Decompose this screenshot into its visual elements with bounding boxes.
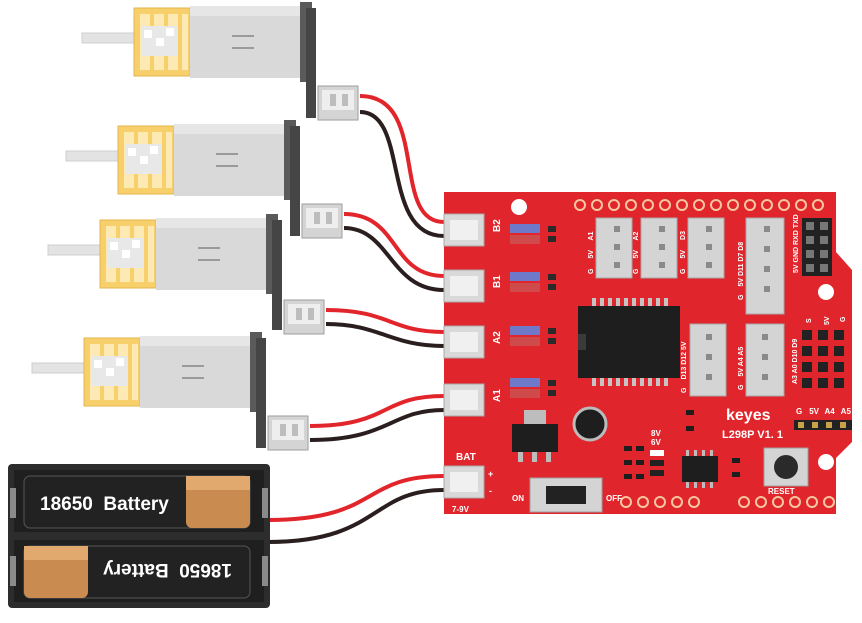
motor-3: [47, 213, 325, 335]
header-d11-d7-d8: [745, 217, 785, 315]
header-d3: [687, 217, 725, 279]
label-bat-range: 7-9V: [452, 505, 470, 514]
wire-red-bat: [267, 474, 445, 522]
wires: [267, 94, 445, 544]
label-b1: B1: [492, 275, 503, 288]
connector-b1: [443, 269, 485, 303]
label-bat-plus: +: [488, 469, 493, 479]
wire-red-b2: [359, 94, 445, 224]
label-switch-off: OFF: [606, 494, 622, 503]
label-reset: RESET: [768, 487, 795, 496]
label-6v: 6V: [651, 438, 661, 447]
label-8v: 8V: [651, 429, 661, 438]
label-bat-minus: -: [489, 486, 492, 496]
bottom-header: [620, 496, 835, 508]
svg-text:5V: 5V: [824, 316, 831, 325]
wire-black-bat: [267, 488, 445, 544]
svg-text:G5V A4 A5: G5V A4 A5: [738, 347, 745, 390]
label-b2: B2: [492, 219, 503, 232]
motor-4: [31, 331, 309, 451]
wire-black-b2: [359, 110, 445, 238]
header-a4-a5: [745, 323, 785, 397]
connector-a2: [443, 325, 485, 359]
servo-pin-grid: [802, 330, 844, 388]
model-label: L298P V1. 1: [722, 429, 783, 441]
l298p-shield: B2 B1 A2 A1 BAT + - 7-9V: [443, 192, 852, 514]
motor-2: [65, 119, 343, 239]
voltage-jumper: 8V 6V: [650, 429, 664, 476]
indicator-leds: [510, 224, 556, 398]
wire-red-a2: [325, 308, 445, 334]
wire-black-a2: [325, 322, 445, 348]
motor-1: [81, 1, 359, 121]
svg-text:G5V D11 D7 D8: G5V D11 D7 D8: [738, 242, 745, 300]
connector-b2: [443, 213, 485, 247]
header-a2: [640, 217, 678, 279]
top-header: [574, 199, 824, 211]
brand-label: keyes: [726, 407, 771, 424]
wire-black-b1: [343, 226, 445, 292]
svg-text:G5VA2: G5VA2: [633, 231, 640, 274]
battery-cell-top: 18650 Battery: [23, 475, 251, 529]
voltage-regulator: [512, 410, 558, 462]
label-switch-on: ON: [512, 494, 524, 503]
label-a2: A2: [492, 331, 503, 344]
svg-text:G5VA1: G5VA1: [588, 231, 595, 274]
header-d13-d12: [689, 323, 727, 397]
label-hdr7: A3 A0 D10 D9: [792, 339, 799, 384]
svg-text:G: G: [840, 316, 847, 322]
battery-label-bottom: 18650 Battery: [103, 559, 232, 580]
wire-red-a1: [309, 394, 445, 428]
svg-text:S: S: [806, 318, 813, 323]
wire-black-a1: [309, 408, 445, 442]
svg-text:GD13 D12 5V: GD13 D12 5V: [681, 341, 688, 393]
connector-bat: [443, 465, 485, 499]
battery-cell-bottom: 18650 Battery: [23, 545, 251, 599]
connector-a1: [443, 383, 485, 417]
label-uart: 5V GND RXD TXD: [793, 214, 800, 273]
battery-label-top: 18650 Battery: [40, 494, 169, 515]
battery-pack: 18650 Battery 18650 Battery: [8, 464, 270, 608]
label-a1: A1: [492, 389, 503, 402]
reset-button[interactable]: RESET: [763, 447, 809, 496]
wire-red-b1: [343, 212, 445, 278]
uart-header: [802, 218, 832, 276]
capacitor: [572, 406, 608, 442]
svg-text:G5VD3: G5VD3: [680, 231, 687, 274]
l298p-chip: [578, 298, 680, 386]
power-switch[interactable]: ON OFF: [512, 477, 622, 513]
label-bat: BAT: [456, 452, 476, 463]
small-ic: [682, 450, 718, 488]
header-a1: [595, 217, 633, 279]
